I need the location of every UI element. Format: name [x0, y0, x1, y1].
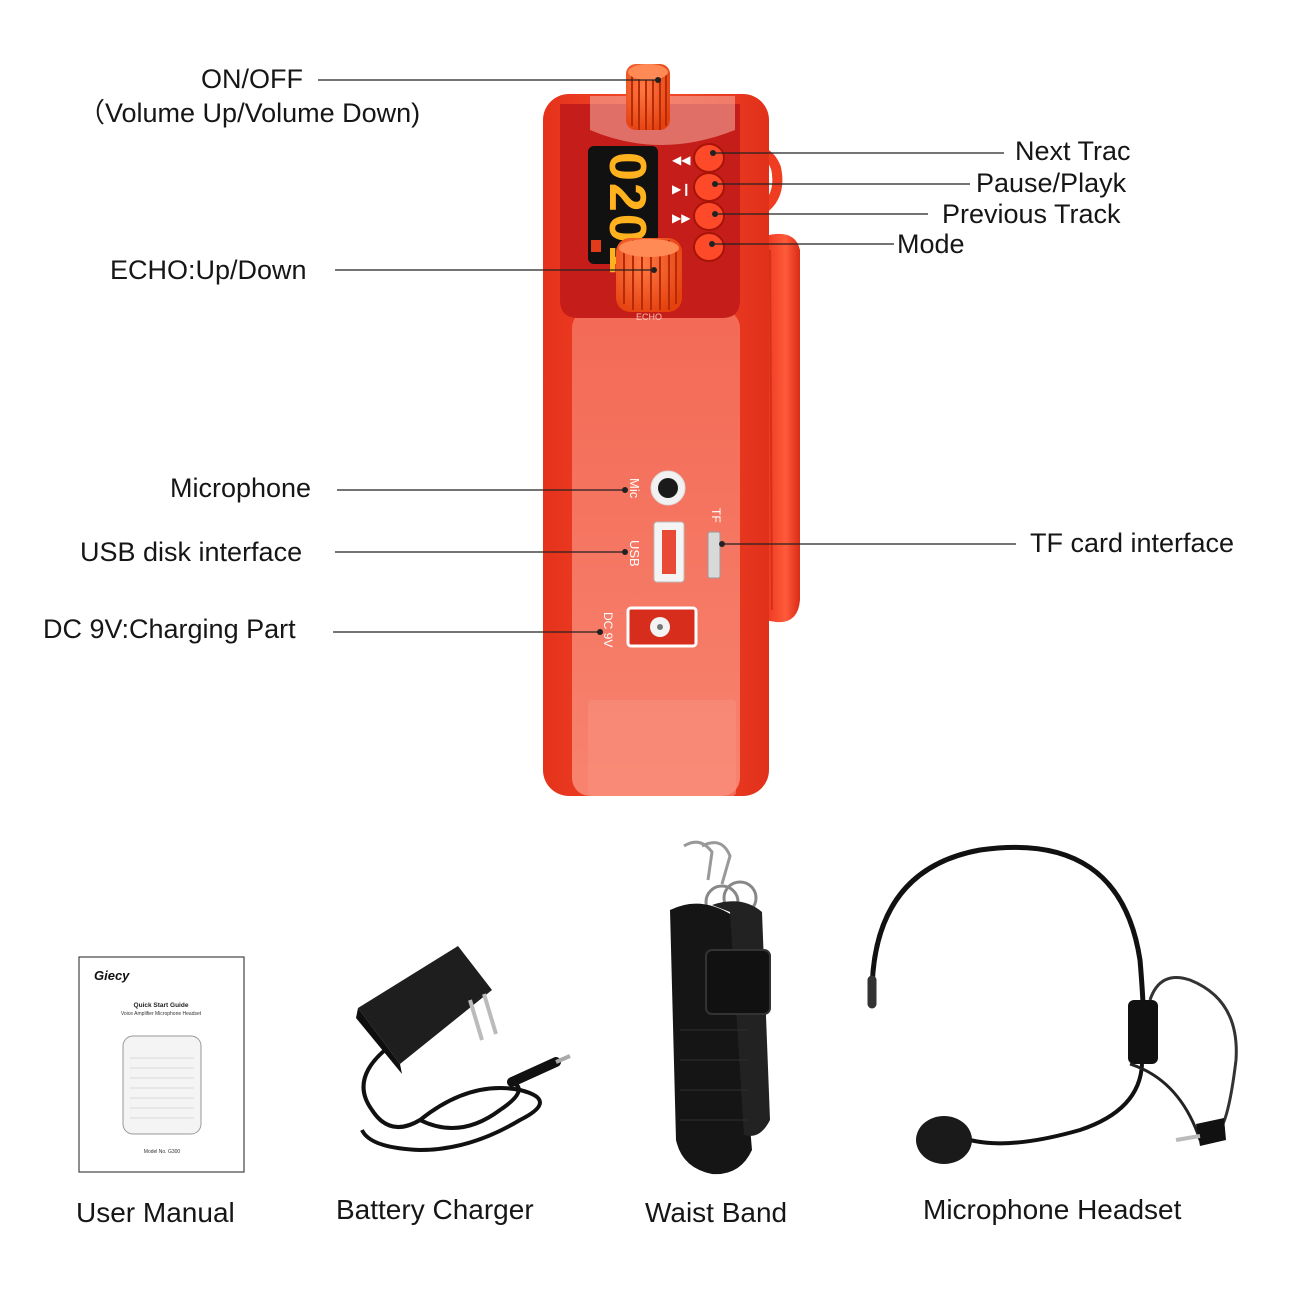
previous-track-button[interactable]: [693, 201, 725, 231]
dc-port-label: DC 9V: [601, 612, 615, 647]
manual-title: Quick Start Guide: [134, 1002, 189, 1009]
manual-brand: Giecy: [94, 968, 130, 983]
pause-play-button[interactable]: [693, 172, 725, 202]
tf-slot[interactable]: [707, 531, 721, 579]
mode-button[interactable]: [693, 232, 725, 262]
pause-play-label: Pause/Playk: [976, 168, 1127, 198]
volume-knob[interactable]: [626, 64, 670, 130]
tf-port-label: TF: [709, 508, 723, 523]
leader-lines: [318, 79, 1016, 633]
previous-track-label: Previous Track: [942, 199, 1121, 229]
accessory-caption-headset: Microphone Headset: [923, 1194, 1182, 1225]
usb-port-label: USB: [627, 540, 642, 567]
accessory-caption-charger: Battery Charger: [336, 1194, 534, 1225]
manual-subtitle: Voice Amplifier Microphone Headset: [121, 1011, 202, 1017]
previous-symbol-icon: ▶▶: [672, 211, 691, 225]
accessory-caption-waist-band: Waist Band: [645, 1197, 788, 1228]
headset-icon: [867, 844, 1238, 1164]
usb-disk-label: USB disk interface: [80, 537, 303, 567]
mode-label: Mode: [897, 229, 965, 259]
ports: Mic USB TF DC 9V: [601, 470, 723, 648]
manual-model: Model No. G300: [144, 1149, 181, 1155]
mic-port-label: Mic: [627, 478, 642, 499]
on-off-label: ON/OFF: [201, 64, 303, 94]
next-track-label: Next Trac: [1015, 136, 1131, 166]
tf-card-label: TF card interface: [1030, 528, 1235, 558]
next-track-button[interactable]: [693, 143, 725, 173]
manual-icon: Giecy Quick Start Guide Voice Amplifier …: [78, 956, 245, 1173]
dc-charging-label: DC 9V:Charging Part: [43, 614, 296, 644]
play-pause-symbol-icon: ▶❙: [672, 182, 691, 196]
volume-label: （Volume Up/Volume Down): [78, 98, 421, 128]
control-buttons: [693, 143, 725, 262]
device-body: 0201 ◀◀ ▶❙ ▶▶: [543, 94, 769, 796]
echo-knob-label: ECHO: [636, 312, 662, 322]
microphone-label: Microphone: [170, 473, 312, 503]
echo-label: ECHO:Up/Down: [110, 255, 307, 285]
echo-knob[interactable]: ECHO: [616, 238, 682, 322]
next-symbol-icon: ◀◀: [672, 153, 691, 167]
waist-band-icon: [670, 840, 771, 1175]
leader-dots: [597, 77, 725, 635]
charger-icon: [356, 946, 571, 1153]
accessory-caption-manual: User Manual: [76, 1197, 235, 1228]
